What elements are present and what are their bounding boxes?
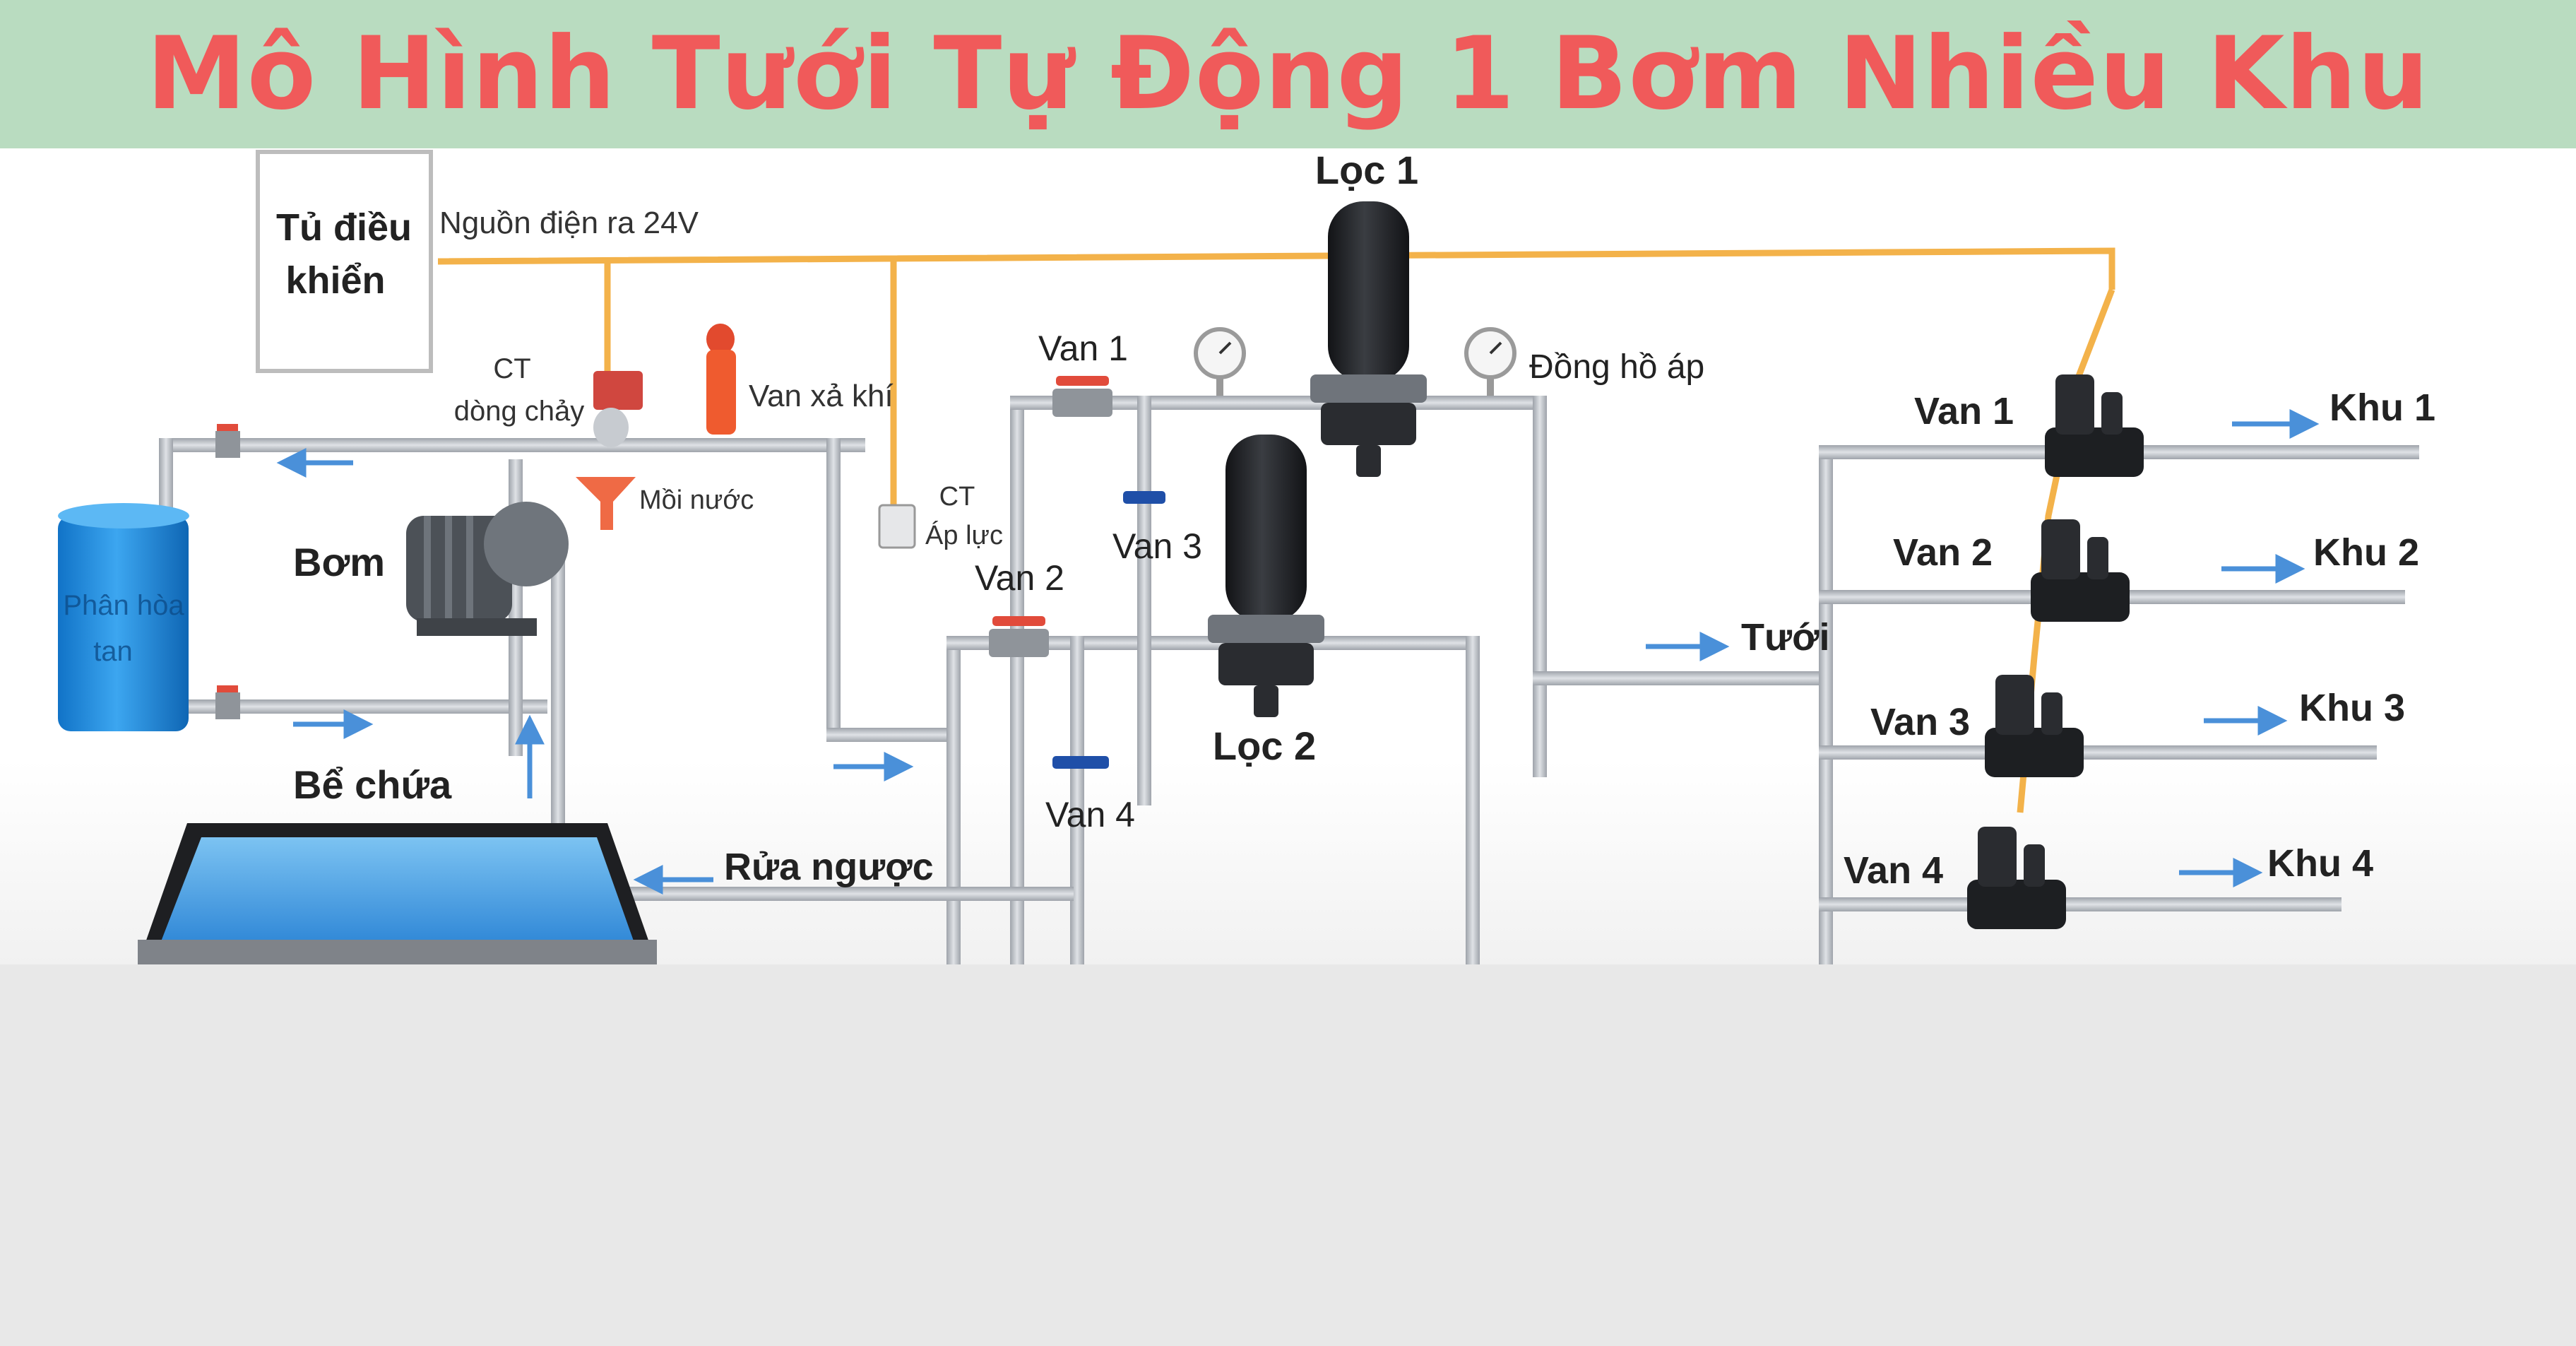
zone-valve-2 (2031, 519, 2130, 622)
flow-sensor-label-1: CT (493, 353, 530, 384)
pump-label: Bơm (293, 540, 385, 584)
control-cabinet-label-2: khiển (285, 259, 385, 302)
filter-valve-4 (1052, 756, 1109, 769)
filter-valve-2-label: Van 2 (975, 558, 1064, 598)
zone-valve-1 (2045, 374, 2144, 477)
fertilizer-tank-label-1: Phân hòa (63, 590, 184, 621)
filter-valve-3-label: Van 3 (1112, 526, 1202, 566)
storage-tank (138, 823, 657, 964)
filter-1 (1310, 201, 1427, 477)
filter-valve-2 (989, 616, 1049, 657)
priming-funnel (576, 477, 636, 530)
zone-2-label: Khu 2 (2313, 531, 2419, 574)
zone-valve-4 (1967, 827, 2066, 929)
fertilizer-tank-label-2: tan (93, 636, 133, 667)
zone-valve-2-label: Van 2 (1893, 531, 1993, 574)
pump (406, 502, 569, 636)
filter-valve-1-label: Van 1 (1038, 329, 1128, 368)
diagram-scene: Tủ điều khiển Nguồn điện ra 24V (0, 148, 2576, 1017)
control-cabinet: Tủ điều khiển (256, 150, 433, 373)
pressure-gauge-2 (1464, 327, 1516, 396)
filter-2-label: Lọc 2 (1213, 724, 1316, 768)
zone-valve-3 (1985, 675, 2084, 777)
pressure-gauge-1 (1194, 327, 1246, 396)
air-release-valve-label: Van xả khí (749, 379, 894, 413)
zone-1-label: Khu 1 (2329, 386, 2435, 429)
pressure-gauge-label: Đồng hồ áp (1529, 348, 1704, 386)
pressure-sensor (878, 504, 916, 549)
drum-valve-bottom (215, 692, 240, 719)
filter-valve-1 (1052, 376, 1112, 417)
flow-sensor-label-2: dòng chảy (454, 396, 585, 427)
drum-valve-top (215, 431, 240, 458)
filter-valve-3 (1123, 491, 1165, 504)
priming-label: Mồi nước (639, 485, 754, 515)
air-release-valve (706, 324, 736, 435)
pressure-sensor-label-2: Áp lực (925, 520, 1003, 550)
power-output-label: Nguồn điện ra 24V (439, 206, 699, 240)
backwash-label: Rửa ngược (724, 846, 934, 888)
zone-valve-4-label: Van 4 (1844, 849, 1943, 892)
zone-3-label: Khu 3 (2299, 687, 2405, 729)
filter-1-label: Lọc 1 (1315, 148, 1418, 192)
flow-sensor (593, 371, 643, 447)
storage-tank-label: Bể chứa (293, 762, 452, 807)
pressure-sensor-label-1: CT (939, 482, 975, 512)
filter-valve-4-label: Van 4 (1045, 795, 1135, 834)
control-cabinet-label-1: Tủ điều (276, 206, 412, 249)
page-title: Mô Hình Tưới Tự Động 1 Bơm Nhiều Khu (146, 16, 2430, 132)
flow-arrows (276, 409, 2320, 895)
title-bar (0, 0, 2576, 148)
zone-valve-1-label: Van 1 (1914, 390, 2014, 432)
irrigation-diagram: Tủ điều khiển Nguồn điện ra 24V (58, 148, 2435, 1017)
zone-valve-3-label: Van 3 (1870, 701, 1970, 743)
fertilizer-drum: Phân hòa tan (58, 503, 189, 731)
irrigation-label: Tưới (1741, 616, 1829, 659)
filter-2 (1208, 435, 1324, 717)
empty-lower-area (0, 964, 2576, 1346)
zone-4-label: Khu 4 (2267, 842, 2373, 885)
